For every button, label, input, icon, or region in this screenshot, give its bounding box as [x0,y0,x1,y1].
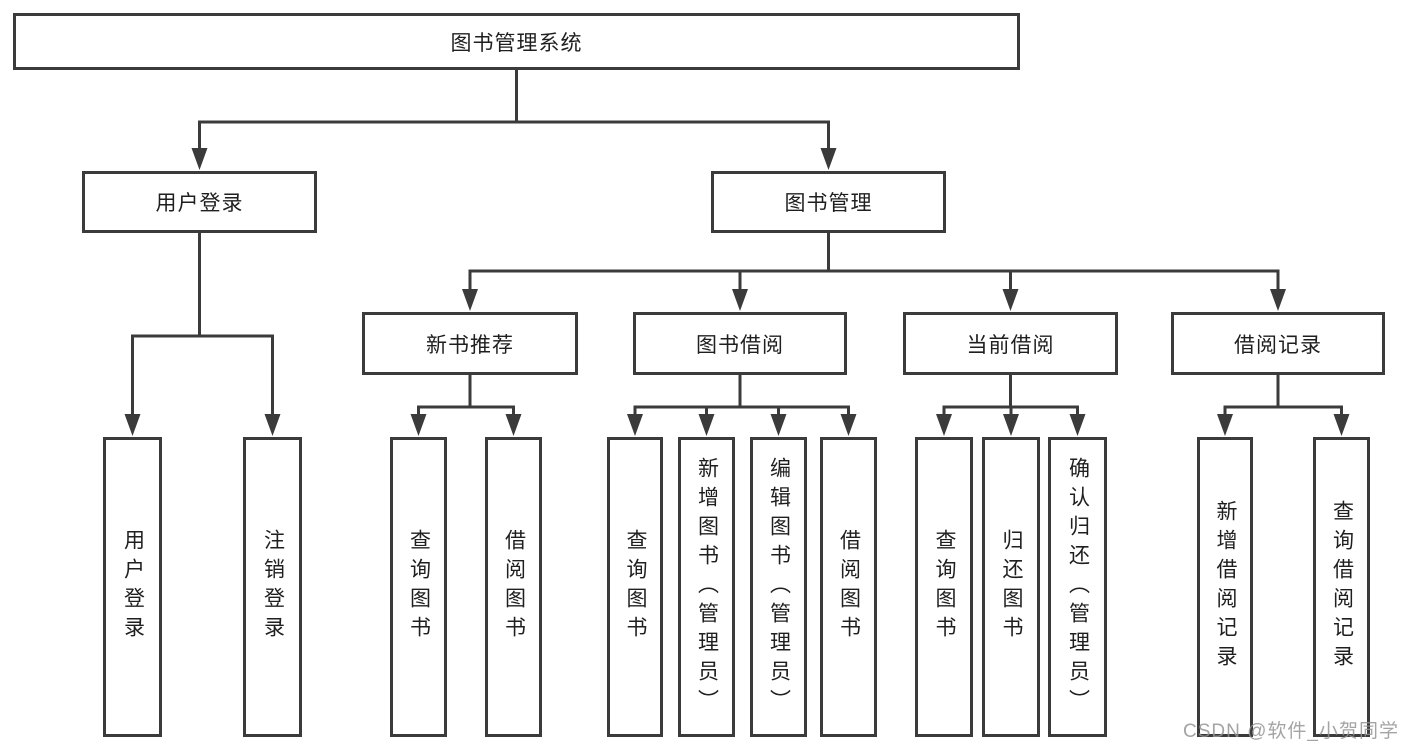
leaf-label: 确认归还（管理员） [1066,456,1090,718]
arrowheads-leaves [410,414,1350,436]
leaf-label: 用户登录 [121,529,145,645]
node-user-login: 用户登录 [82,171,317,233]
connector-user-login-to-leaves [131,233,274,416]
connector-borrow-records [1223,375,1343,416]
connector-current-borrow [942,375,1079,416]
node-leaf-query-books-current: 查询图书 [915,437,973,737]
node-leaf-borrow-books-recommend: 借阅图书 [485,437,542,737]
node-leaf-edit-book-admin: 编辑图书（管理员） [750,437,807,737]
leaf-label: 编辑图书（管理员） [767,456,791,718]
arrowheads-level3 [462,289,1286,311]
connector-root-to-level2 [198,70,830,150]
node-leaf-borrow-books: 借阅图书 [820,437,877,737]
leaf-label: 查询借阅记录 [1330,500,1354,674]
leaf-label: 借阅图书 [502,529,526,645]
node-leaf-add-borrow-record: 新增借阅记录 [1197,437,1253,737]
node-leaf-confirm-return-admin: 确认归还（管理员） [1048,437,1107,737]
leaf-label: 查询图书 [624,529,647,645]
node-borrow-records: 借阅记录 [1171,312,1385,375]
node-book-management: 图书管理 [711,171,946,233]
node-new-book-recommend: 新书推荐 [362,312,578,375]
node-root-system: 图书管理系统 [13,13,1020,70]
leaf-label: 查询图书 [933,529,956,645]
leaf-label: 注销登录 [261,529,285,645]
leaf-label: 归还图书 [1000,529,1023,645]
arrowheads-user-login-leaves [124,414,281,436]
node-leaf-query-books-recommend: 查询图书 [390,437,447,737]
node-current-borrow: 当前借阅 [903,312,1118,375]
node-leaf-query-borrow-record: 查询借阅记录 [1313,437,1370,737]
leaf-label: 查询图书 [407,529,431,645]
node-leaf-logout: 注销登录 [243,437,302,737]
connector-new-book-recommend [417,375,515,416]
leaf-label: 借阅图书 [837,529,861,645]
connector-book-mgmt-to-level3 [468,233,1280,291]
connector-book-borrow [633,375,850,416]
csdn-watermark: CSDN @软件_小贺同学 [1183,721,1399,742]
arrowheads-level2 [191,148,837,170]
leaf-label: 新增借阅记录 [1214,500,1237,674]
node-leaf-query-books-borrow: 查询图书 [607,437,663,737]
node-leaf-return-book: 归还图书 [982,437,1040,737]
leaf-label: 新增图书（管理员） [695,456,719,718]
node-leaf-user-login: 用户登录 [103,437,162,737]
node-leaf-add-book-admin: 新增图书（管理员） [678,437,735,737]
node-book-borrow: 图书借阅 [633,312,847,375]
